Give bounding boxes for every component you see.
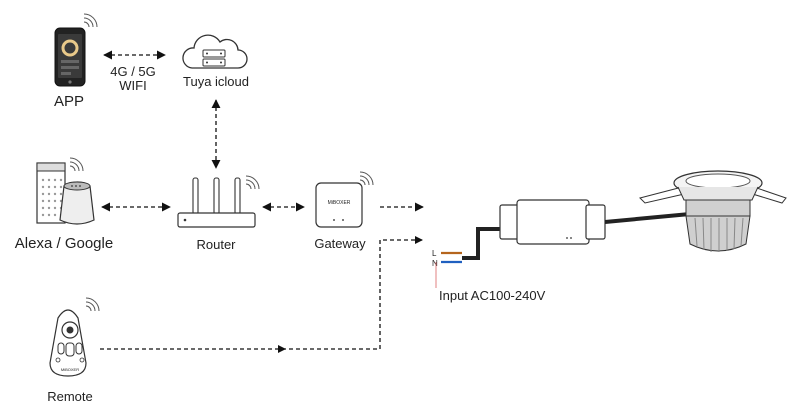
gateway-brand-text: MiBOXER [328, 200, 351, 206]
gateway-icon: MiBOXER [315, 171, 374, 228]
smart-speaker-icon [36, 157, 95, 225]
input-label: Input AC100-240V [439, 288, 546, 303]
remote-icon: MiBOXER [49, 297, 100, 377]
router-icon [177, 175, 260, 228]
router-label: Router [196, 237, 236, 252]
link-app-cloud-label-1: 4G / 5G [110, 64, 156, 79]
remote-brand-text: MiBOXER [61, 367, 79, 372]
link-remote-driver [100, 239, 423, 350]
arrow-remote-mid [278, 345, 286, 353]
remote-label: Remote [47, 389, 93, 404]
arrow-remote-end [415, 236, 423, 244]
app-label: APP [54, 93, 84, 110]
app-phone-icon [54, 13, 98, 87]
downlight-icon [639, 170, 787, 252]
driver-icon: L N [432, 199, 691, 288]
terminal-n-label: N [432, 259, 438, 268]
gateway-label: Gateway [314, 236, 366, 251]
alexa-label: Alexa / Google [15, 235, 113, 252]
link-app-cloud-label-2: WIFI [119, 78, 146, 93]
cloud-label: Tuya icloud [183, 74, 249, 89]
cloud-icon [182, 34, 248, 69]
terminal-l-label: L [432, 249, 437, 258]
